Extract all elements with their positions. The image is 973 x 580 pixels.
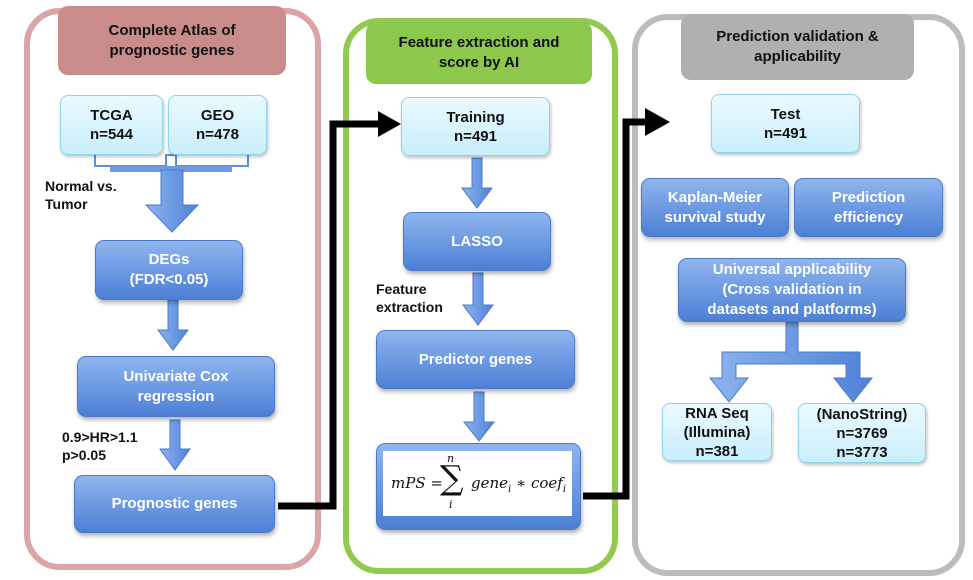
univariate-cox-box: Univariate Cox regression <box>77 356 275 417</box>
tcga-box: TCGA n=544 <box>60 95 163 155</box>
kaplan-meier-box: Kaplan-Meier survival study <box>641 178 789 237</box>
nanostring-box: (NanoString) n=3769 n=3773 <box>798 403 926 463</box>
lasso-box: LASSO <box>403 212 551 271</box>
rnaseq-box: RNA Seq (Illumina) n=381 <box>662 403 772 461</box>
geo-box: GEO n=478 <box>168 95 267 155</box>
test-box: Test n=491 <box>711 94 860 153</box>
filter-label: 0.9>HR>1.1 p>0.05 <box>62 429 138 463</box>
formula-term: genei ∗ coefi <box>471 474 567 495</box>
formula-sum-top: n <box>447 452 455 465</box>
normal-vs-tumor-label: Normal vs. Tumor <box>45 178 117 212</box>
predictor-genes-box: Predictor genes <box>376 330 575 389</box>
mps-formula: mPS = n ∑ i genei ∗ coefi <box>383 451 572 516</box>
prediction-efficiency-box: Prediction efficiency <box>794 178 943 237</box>
panel-middle-title: Feature extraction and score by AI <box>366 22 592 84</box>
formula-sum-bottom: i <box>449 498 453 511</box>
universal-applicability-box: Universal applicability (Cross validatio… <box>678 258 906 322</box>
feature-extraction-label: Feature extraction <box>376 281 443 315</box>
training-box: Training n=491 <box>401 97 550 156</box>
panel-right-title: Prediction validation & applicability <box>681 14 914 80</box>
formula-sigma: ∑ <box>440 458 464 497</box>
panel-left-title: Complete Atlas of prognostic genes <box>58 6 286 75</box>
formula-lhs: mPS = <box>391 474 443 492</box>
prognostic-genes-box: Prognostic genes <box>74 475 275 533</box>
degs-box: DEGs (FDR<0.05) <box>95 240 243 300</box>
